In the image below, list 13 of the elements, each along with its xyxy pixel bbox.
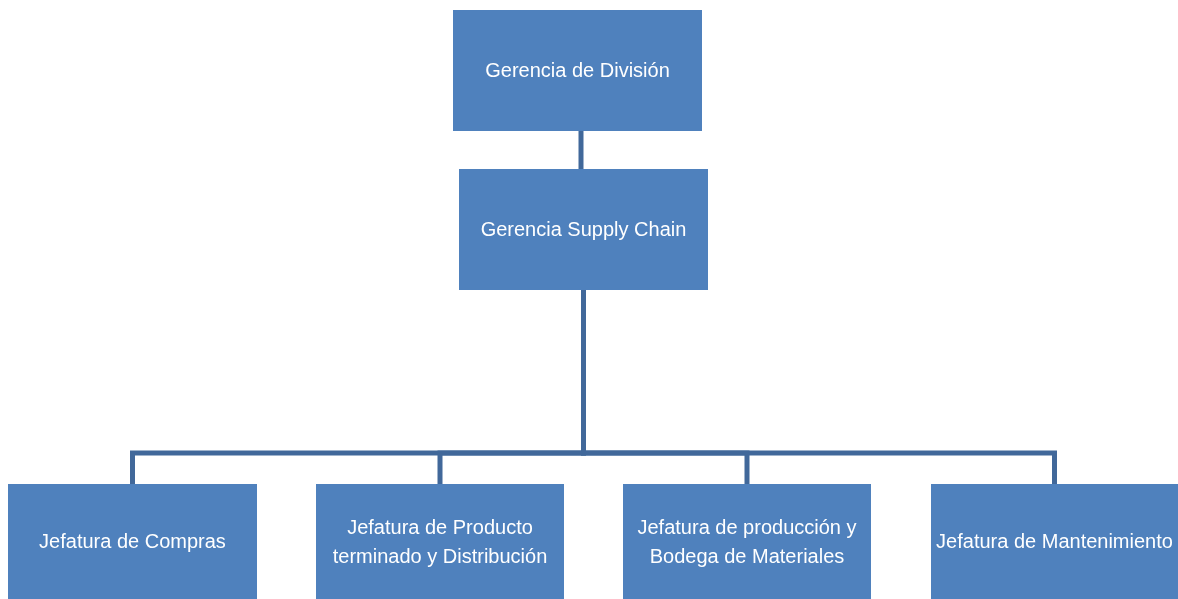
box-label: Jefatura de Mantenimiento (936, 529, 1173, 554)
box-label: Jefatura de producción y Bodega de Materiales (636, 514, 858, 569)
box-label: Gerencia de División (485, 58, 670, 83)
org-box (8, 484, 257, 599)
org-box (316, 484, 564, 599)
org-box (459, 169, 708, 290)
org-box (623, 484, 871, 599)
box-label: Jefatura de Compras (39, 529, 226, 554)
box-label: Jefatura de Producto terminado y Distribución (331, 514, 549, 569)
org-box (453, 10, 702, 131)
org-box (931, 484, 1178, 599)
box-label: Gerencia Supply Chain (480, 217, 687, 242)
connector-line (578, 131, 584, 169)
